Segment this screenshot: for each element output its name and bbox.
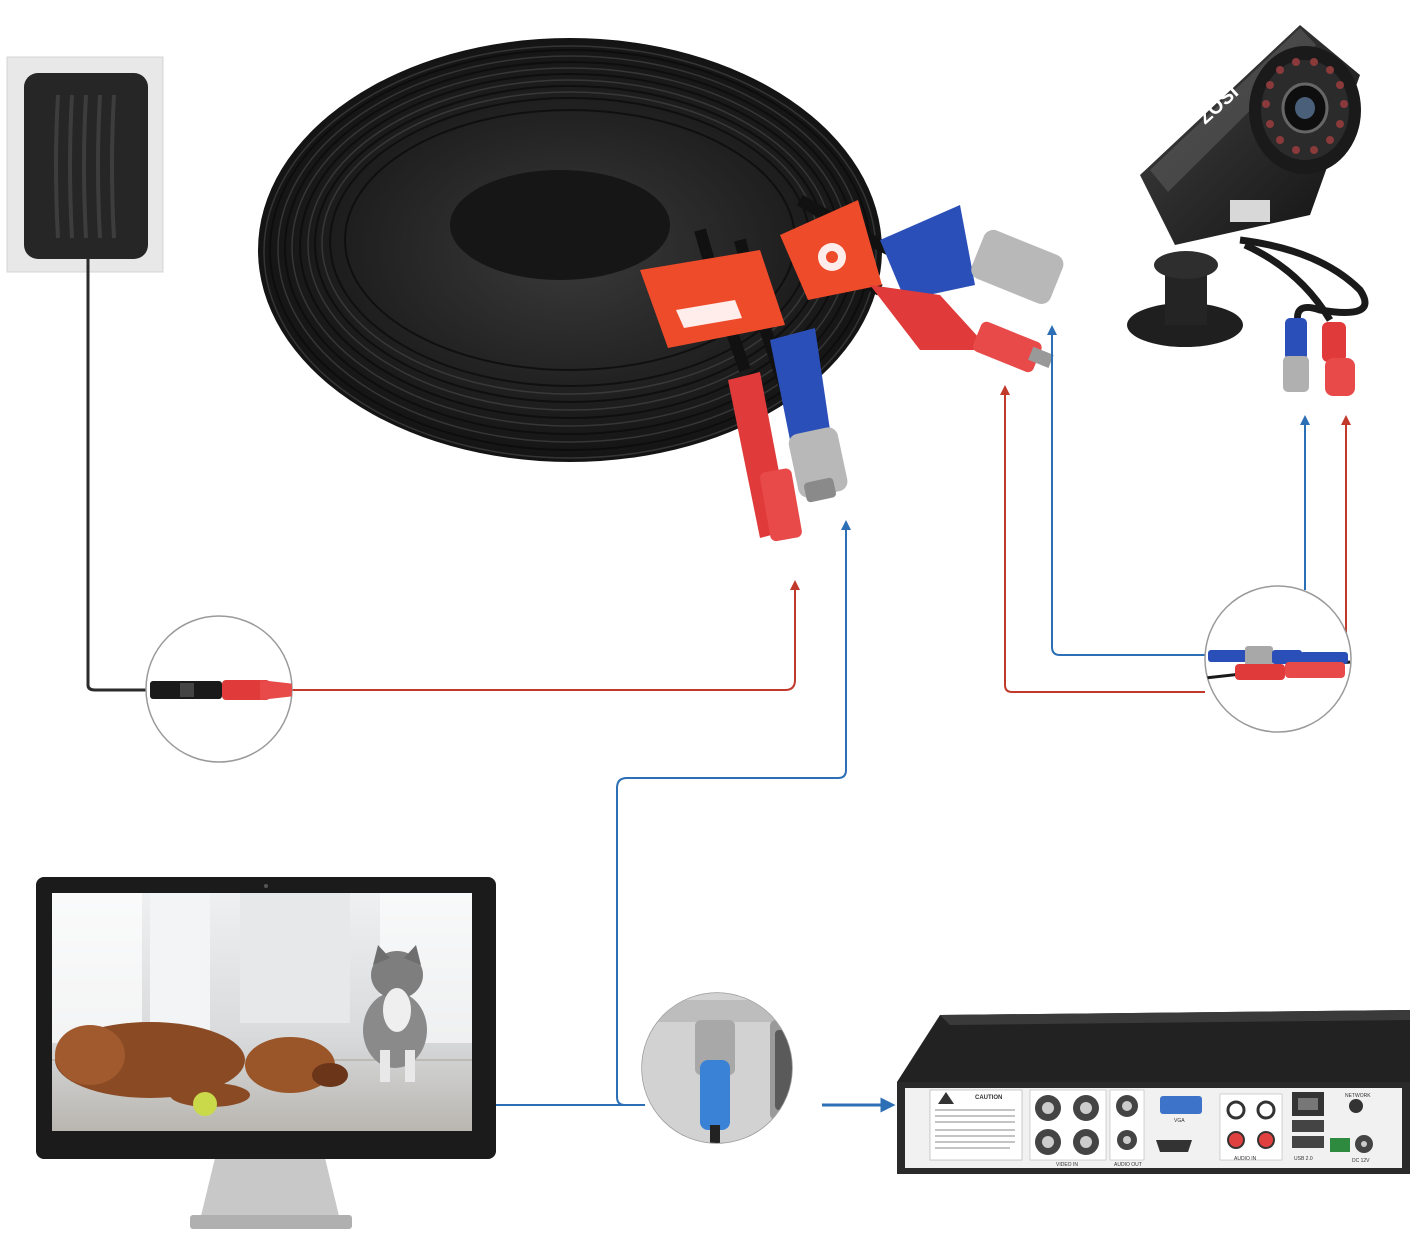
camera-label-tag [780,200,882,300]
dc-connection-closeup [145,615,293,763]
power-line-to-cable-camera-end [1000,385,1205,693]
bnc-port[interactable] [1035,1129,1061,1155]
power-line-adapter-to-cable [292,580,800,691]
vga-port[interactable]: VGA [1160,1096,1202,1124]
coil-bnc-connector-dvr [770,328,848,503]
dc-label: DC 12V [1352,1158,1370,1164]
bnc-port[interactable] [1116,1095,1138,1117]
audio-in-label: AUDIO IN [1234,1156,1257,1162]
network-port[interactable]: NETWORK [1292,1092,1371,1116]
dog-figure [55,1022,348,1116]
coil-bnc-connector-camera [880,205,1064,304]
hdmi-port[interactable] [1156,1140,1192,1152]
dvr-caution-label: CAUTION [929,1089,1023,1161]
monitor-screen-image [52,893,472,1131]
coil-dc-female-connector [728,372,802,542]
vga-label: VGA [1174,1118,1185,1124]
power-adapter [6,56,164,692]
video-line-dvr-to-cable [616,520,851,1106]
bullet-camera-icon: ZOSI [1127,25,1361,347]
audio-out-label: AUDIO OUT [1114,1162,1142,1168]
network-label: NETWORK [1345,1093,1371,1099]
cable-coil [258,38,1064,542]
video-in-ports: VIDEO IN [1029,1089,1107,1168]
cat-figure [363,945,427,1082]
dvr-recorder: CAUTION VIDEO IN AUDIO OUT VG [897,1010,1410,1174]
bnc-port[interactable] [1073,1129,1099,1155]
camera-bnc-connector [1283,318,1309,392]
monitor [36,877,496,1229]
audio-in-ports: AUDIO IN [1219,1093,1283,1162]
video-in-label: VIDEO IN [1056,1162,1078,1168]
bullet-camera: ZOSI [1127,25,1369,396]
caution-label: CAUTION [975,1095,1002,1101]
camera-connection-closeup [1204,585,1352,733]
dc-power-port[interactable]: DC 12V [1330,1099,1373,1164]
audio-port[interactable] [1117,1130,1137,1150]
usb-label: USB 2.0 [1294,1156,1313,1162]
camera-dc-connector [1322,322,1355,396]
coil-dc-male-connector [870,285,1054,373]
usb-ports[interactable]: USB 2.0 [1292,1120,1324,1162]
bnc-port[interactable] [1073,1095,1099,1121]
bnc-connection-closeup [641,992,793,1144]
video-line-to-cable-camera-end [1047,325,1205,656]
bnc-port[interactable] [1035,1095,1061,1121]
dvr-label-tag [640,250,785,348]
video-out-ports: AUDIO OUT [1109,1089,1145,1168]
